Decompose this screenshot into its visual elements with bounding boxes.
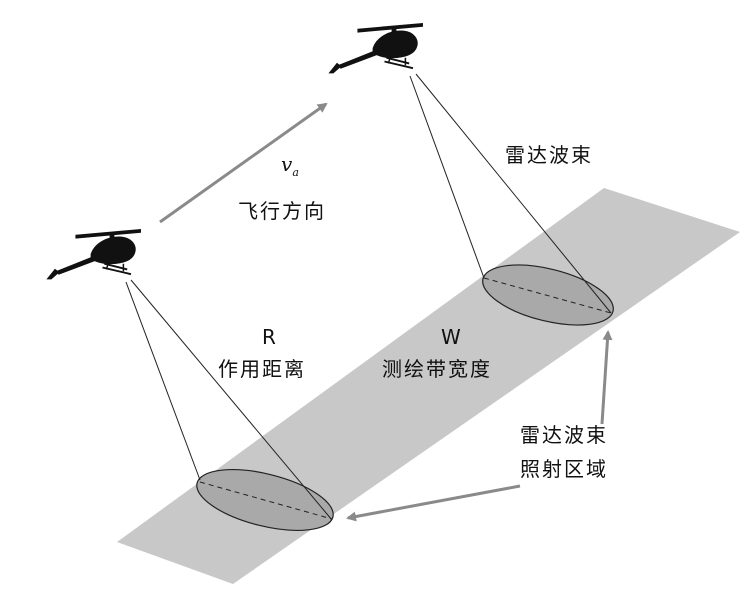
swath-text-label: 测绘带宽度 — [382, 357, 492, 381]
radar-beam-label: 雷达波束 — [505, 143, 593, 167]
beam-near — [125, 279, 333, 521]
helicopter-icon — [46, 228, 142, 280]
velocity-symbol: v — [281, 152, 293, 176]
helicopter-icon — [328, 22, 424, 74]
range-text-label: 作用距离 — [218, 357, 306, 381]
illuminated-area-line1: 雷达波束 — [520, 423, 608, 447]
illuminated-area-line2: 照射区域 — [520, 457, 608, 481]
footprint-far — [482, 264, 614, 326]
beam-far — [409, 73, 612, 314]
beam-near-right-edge — [130, 279, 333, 521]
flight-direction-arrow — [159, 102, 328, 224]
pointer-to-far-footprint — [600, 330, 613, 425]
velocity-subscript: a — [292, 166, 299, 179]
range-symbol-label: R — [262, 325, 278, 349]
footprint-far-axis — [483, 277, 612, 314]
beam-far-left-edge — [409, 75, 485, 279]
footprint-near-axis — [199, 481, 333, 520]
swath-symbol-label: W — [441, 325, 463, 349]
beam-near-left-edge — [125, 281, 201, 481]
velocity-label: va — [281, 154, 299, 178]
ground-strip — [117, 188, 740, 584]
footprint-near — [196, 469, 334, 531]
pointer-to-near-footprint — [346, 484, 521, 522]
flight-direction-label: 飞行方向 — [238, 199, 326, 223]
footprint-far-ellipse — [482, 264, 614, 326]
beam-far-right-edge — [415, 73, 612, 314]
